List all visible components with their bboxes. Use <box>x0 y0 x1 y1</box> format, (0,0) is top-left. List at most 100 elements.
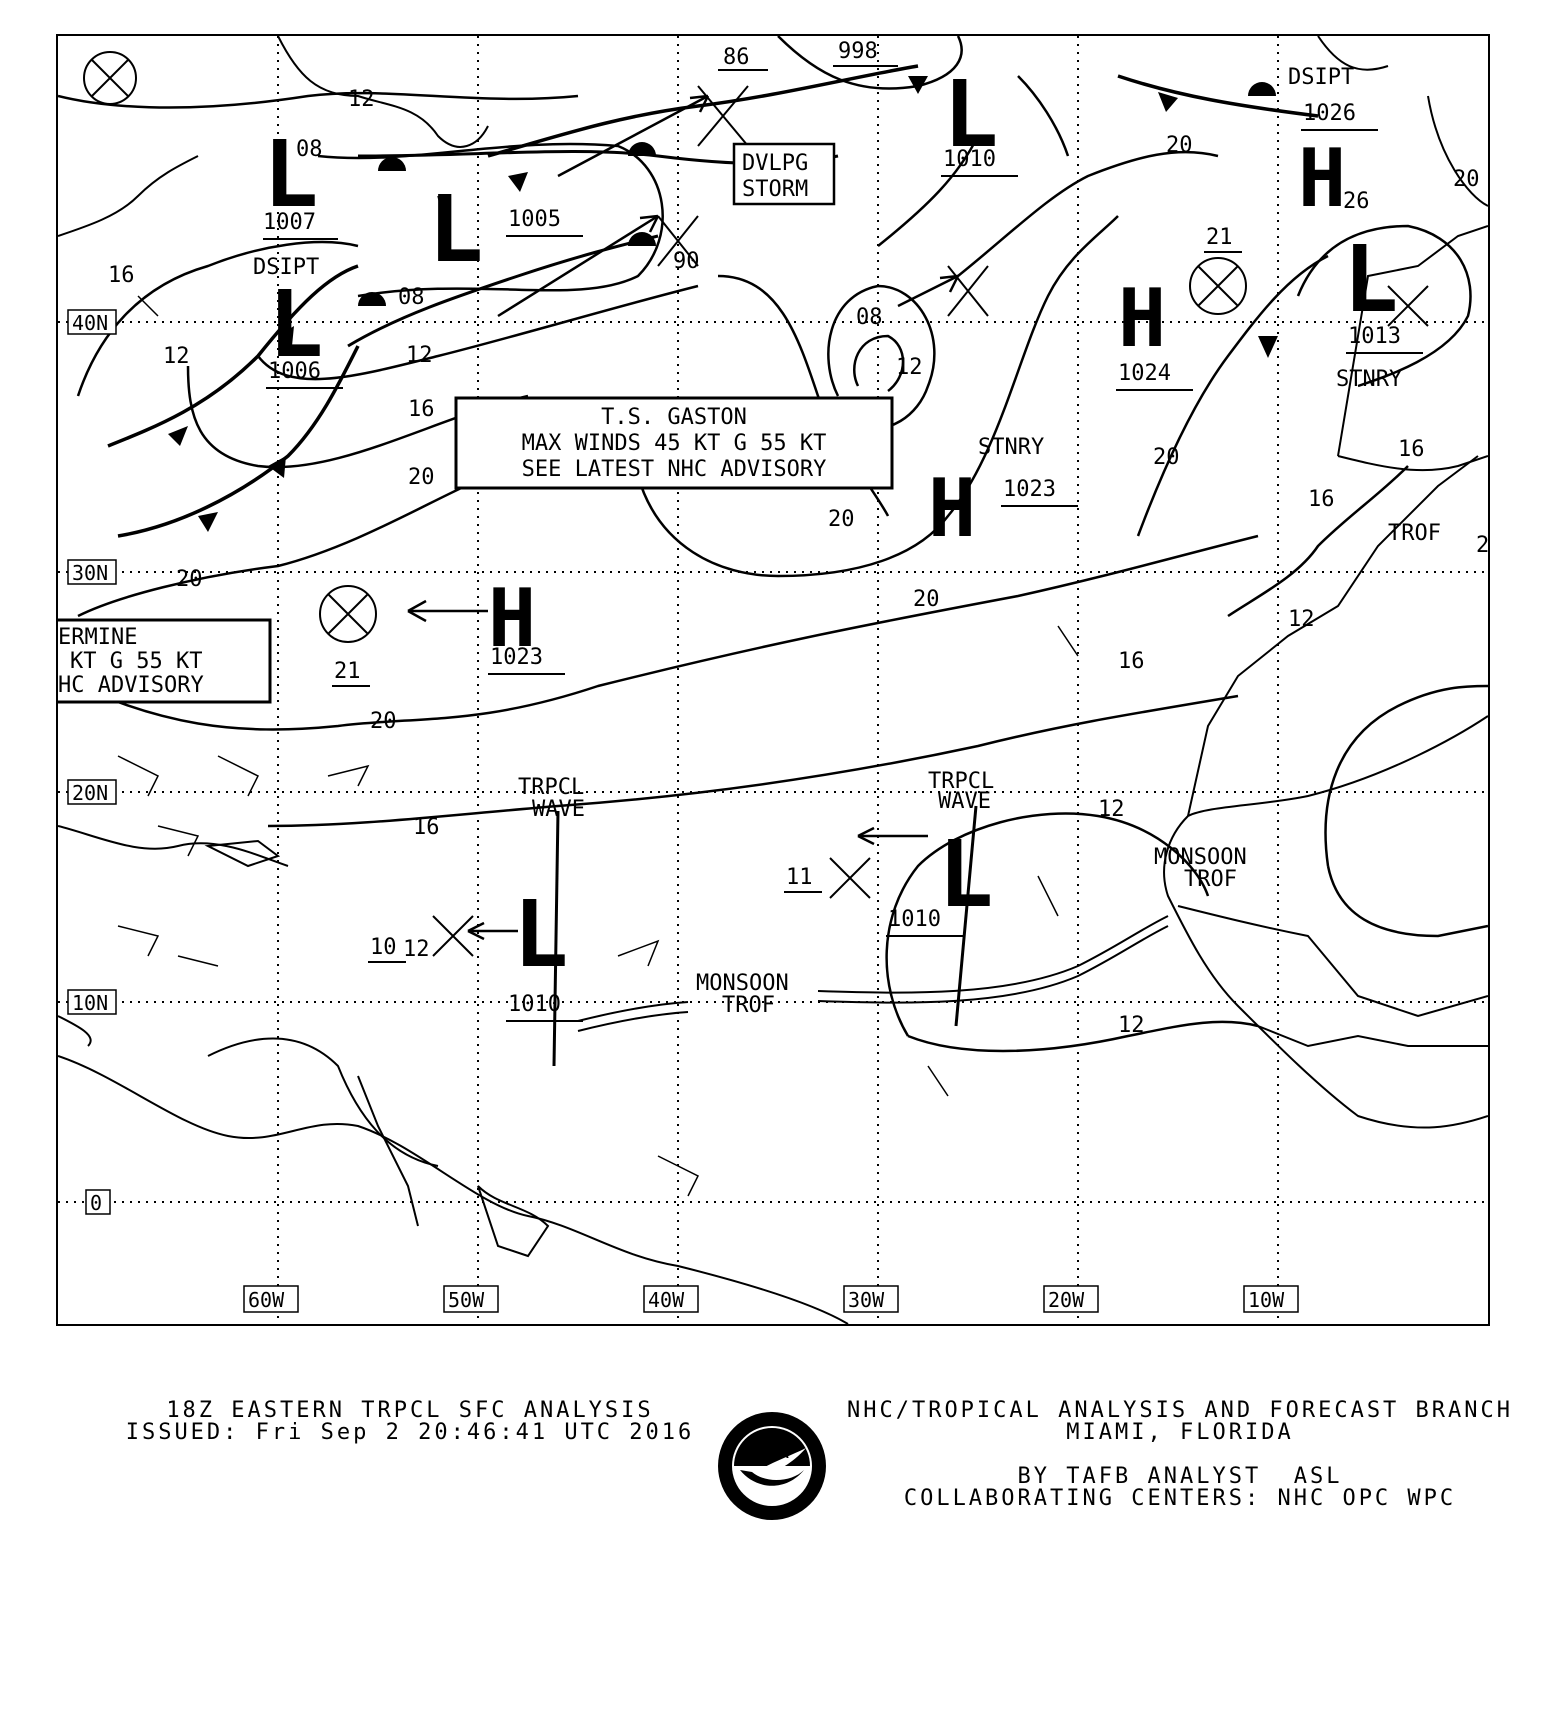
tropical-waves <box>552 805 978 1067</box>
monsoon-label: MONSOON <box>696 971 789 996</box>
isobar-label: 20 <box>1166 133 1193 158</box>
isobar-label: 12 <box>406 343 433 368</box>
wave-label: WAVE <box>938 789 991 814</box>
isobar-label: 12 <box>1118 1013 1145 1038</box>
hermine-advisory-box: ERMINE KT G 55 KT HC ADVISORY <box>58 618 272 704</box>
hermine-name: ERMINE <box>58 625 137 650</box>
front-triangles <box>168 76 1278 532</box>
trof-label: TROF <box>1388 521 1441 546</box>
low-center-letter: L <box>513 881 568 988</box>
low-center-letter: L <box>938 821 993 928</box>
gaston-name: T.S. GASTON <box>601 405 747 430</box>
position-label: 11 <box>786 865 813 890</box>
low-center-letter: L <box>1343 226 1398 333</box>
isobar-label: 20 <box>370 709 397 734</box>
low-center-letter: L <box>428 176 483 283</box>
isobar-label: 86 <box>723 45 750 70</box>
branch-location: MIAMI, FLORIDA <box>1066 1420 1294 1445</box>
stnry-label: STNRY <box>978 435 1044 460</box>
stnry-label: STNRY <box>1336 367 1402 392</box>
lon-label-20w: 20W <box>1048 1288 1085 1312</box>
isobar-label: 08 <box>398 285 425 310</box>
isobar-label: 16 <box>108 263 135 288</box>
isobar-label: 08 <box>856 305 883 330</box>
isobar-label: 20 <box>408 465 435 490</box>
monsoon-label: MONSOON <box>1154 845 1247 870</box>
lon-label-40w: 40W <box>648 1288 685 1312</box>
lon-label-60w: 60W <box>248 1288 285 1312</box>
storm-label: STORM <box>742 177 808 202</box>
movement-arrows <box>407 94 960 941</box>
dvlpg-label: DVLPG <box>742 151 808 176</box>
high-center-pressure: 1024 <box>1118 361 1171 386</box>
latitude-labels: 40N 30N 20N 10N 0 <box>67 309 117 1215</box>
lat-label-30n: 30N <box>72 561 108 585</box>
lat-label-10n: 10N <box>72 991 108 1015</box>
longitude-labels: 60W 50W 40W 30W 20W 10W <box>243 1285 1299 1313</box>
isobar-label: 20 <box>828 507 855 532</box>
dsipt-label: DSIPT <box>253 255 319 280</box>
lat-label-20n: 20N <box>72 781 108 805</box>
isobar-label: 20 <box>176 567 203 592</box>
isobar-label: 12 <box>1288 607 1315 632</box>
map-svg: 40N 30N 20N 10N 0 60W 50W 40W 30W 20W 10… <box>58 36 1488 1324</box>
noaa-logo: NOAA <box>718 1412 826 1520</box>
high-center-letter: H <box>488 572 536 665</box>
isobar-label: 20 <box>1153 445 1180 470</box>
tropical-wave-labels: TRPCL WAVE TRPCL WAVE <box>518 769 994 822</box>
low-center-pressure: 1010 <box>508 992 561 1017</box>
trof-label: TROF <box>722 993 775 1018</box>
trpcl-label: TRPCL <box>928 769 994 794</box>
pressure-centers: L 1007 L 1005 L 1006 L 1010 L 1013 L 101… <box>263 61 1423 1022</box>
low-center-letter: L <box>263 121 318 228</box>
collaborating-centers: COLLABORATING CENTERS: NHC OPC WPC <box>903 1486 1457 1511</box>
low-center-pressure: 1005 <box>508 207 561 232</box>
high-center-letter: H <box>1118 272 1166 365</box>
front-labels: DSIPT DSIPT STNRY STNRY TROF <box>253 65 1441 546</box>
position-label: 21 <box>1206 225 1233 250</box>
center-x-marks <box>432 85 1429 957</box>
developing-storm-box: DVLPG STORM <box>732 142 836 206</box>
issued-timestamp: ISSUED: Fri Sep 2 20:46:41 UTC 2016 <box>125 1420 695 1445</box>
trof-label: TROF <box>1184 867 1237 892</box>
wave-label: WAVE <box>532 797 585 822</box>
position-label: 26 <box>1343 189 1370 214</box>
monsoon-trough-labels: MONSOON TROF MONSOON TROF <box>696 845 1247 1018</box>
wind-barbs <box>117 195 1079 1197</box>
branch-block: NHC/TROPICAL ANALYSIS AND FORECAST BRANC… <box>830 1400 1530 1444</box>
isobar-label: 16 <box>413 815 440 840</box>
isobar-label: 20 <box>1453 167 1480 192</box>
isobar-label: 998 <box>838 39 878 64</box>
low-center-pressure: 1013 <box>1348 324 1401 349</box>
coastlines <box>58 36 1488 1324</box>
analyst-line: BY TAFB ANALYST ASL <box>1017 1464 1343 1489</box>
high-center-letter: H <box>928 462 976 555</box>
isobar-label: 12 <box>896 355 923 380</box>
isobar-label: 12 <box>163 344 190 369</box>
monsoon-troughs <box>577 915 1169 1032</box>
low-center-letter: L <box>943 61 998 168</box>
isobar-label: 12 <box>1098 797 1125 822</box>
isobar-label: 12 <box>403 937 430 962</box>
isobar-label: 2 <box>1476 533 1488 558</box>
noaa-logo-text: NOAA <box>755 1446 789 1462</box>
isobar-label: 16 <box>1398 437 1425 462</box>
hermine-advisory: HC ADVISORY <box>58 673 204 698</box>
lat-label-0: 0 <box>90 1191 102 1215</box>
low-center-pressure: 1010 <box>943 147 996 172</box>
low-center-pressure: 1007 <box>263 210 316 235</box>
high-center-pressure: 1026 <box>1303 101 1356 126</box>
lon-label-10w: 10W <box>1248 1288 1285 1312</box>
lat-lon-grid <box>58 36 1488 1324</box>
isobar-label: 90 <box>673 249 700 274</box>
isobar-label: 12 <box>348 87 375 112</box>
lon-label-30w: 30W <box>848 1288 885 1312</box>
lon-label-50w: 50W <box>448 1288 485 1312</box>
low-center-pressure: 1006 <box>268 359 321 384</box>
position-label: 21 <box>334 659 361 684</box>
cold-fronts <box>107 64 1319 538</box>
gaston-advisory-box: T.S. GASTON MAX WINDS 45 KT G 55 KT SEE … <box>454 396 894 490</box>
isobar-label: 16 <box>1118 649 1145 674</box>
position-labels: 21 21 11 10 26 <box>332 189 1370 963</box>
